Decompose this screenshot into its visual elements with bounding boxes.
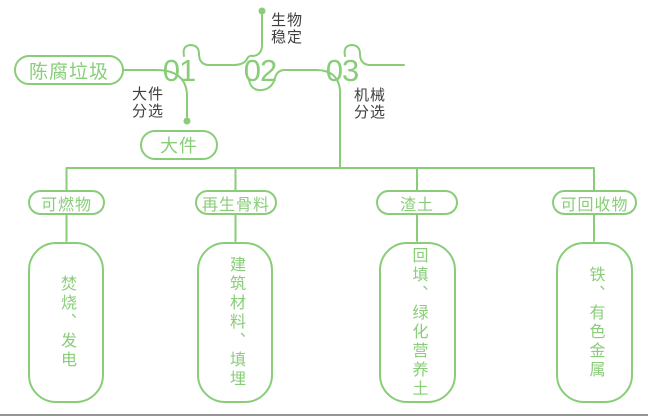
detail-box-recyclables: 铁、有色金属 bbox=[556, 242, 633, 403]
detail-text: 焚烧、发电 bbox=[58, 275, 75, 370]
detail-box-residue-soil: 回填、绿化营养土 bbox=[379, 242, 456, 403]
category-label: 可回收物 bbox=[560, 196, 629, 214]
category-pill-combustibles: 可燃物 bbox=[28, 190, 105, 215]
process-label-bulky-sorting: 大件 分选 bbox=[132, 86, 165, 120]
category-label: 渣土 bbox=[399, 196, 434, 214]
flow-line-source-to-bulky bbox=[123, 69, 188, 118]
bottom-divider bbox=[0, 414, 648, 416]
node-dot-bio bbox=[258, 7, 266, 15]
bulky-output-label: 大件 bbox=[160, 136, 198, 156]
node-dot-bulky bbox=[183, 117, 191, 125]
step-number-02: 02 bbox=[243, 53, 277, 88]
detail-box-combustibles: 焚烧、发电 bbox=[28, 242, 104, 403]
bulky-output-pill: 大件 bbox=[140, 130, 218, 160]
step-number-01: 01 bbox=[162, 53, 196, 88]
category-pill-recycled-aggregate: 再生骨料 bbox=[195, 190, 277, 215]
flow-line-bio-stub bbox=[252, 14, 263, 57]
flow-line-01-02 bbox=[182, 44, 254, 66]
category-pill-recyclables: 可回收物 bbox=[552, 190, 637, 215]
category-label: 再生骨料 bbox=[201, 196, 270, 214]
process-label-bio-stabilization: 生物 稳定 bbox=[271, 12, 304, 46]
detail-text: 回填、绿化营养土 bbox=[409, 246, 427, 399]
source-pill: 陈腐垃圾 bbox=[14, 55, 124, 85]
category-label: 可燃物 bbox=[40, 196, 92, 214]
flow-line-02-03 bbox=[248, 69, 341, 169]
detail-text: 铁、有色金属 bbox=[586, 265, 604, 380]
source-label: 陈腐垃圾 bbox=[28, 61, 109, 83]
branch-bus-line bbox=[65, 167, 595, 191]
step-number-03: 03 bbox=[325, 53, 359, 88]
detail-box-recycled-aggregate: 建筑材料、填埋 bbox=[197, 242, 273, 403]
category-pill-residue-soil: 渣土 bbox=[376, 190, 458, 215]
flow-line-03-tail bbox=[343, 44, 405, 66]
category-box-connectors bbox=[65, 213, 595, 242]
detail-text: 建筑材料、填埋 bbox=[227, 256, 244, 389]
process-label-mechanical-sorting: 机械 分选 bbox=[354, 87, 387, 121]
